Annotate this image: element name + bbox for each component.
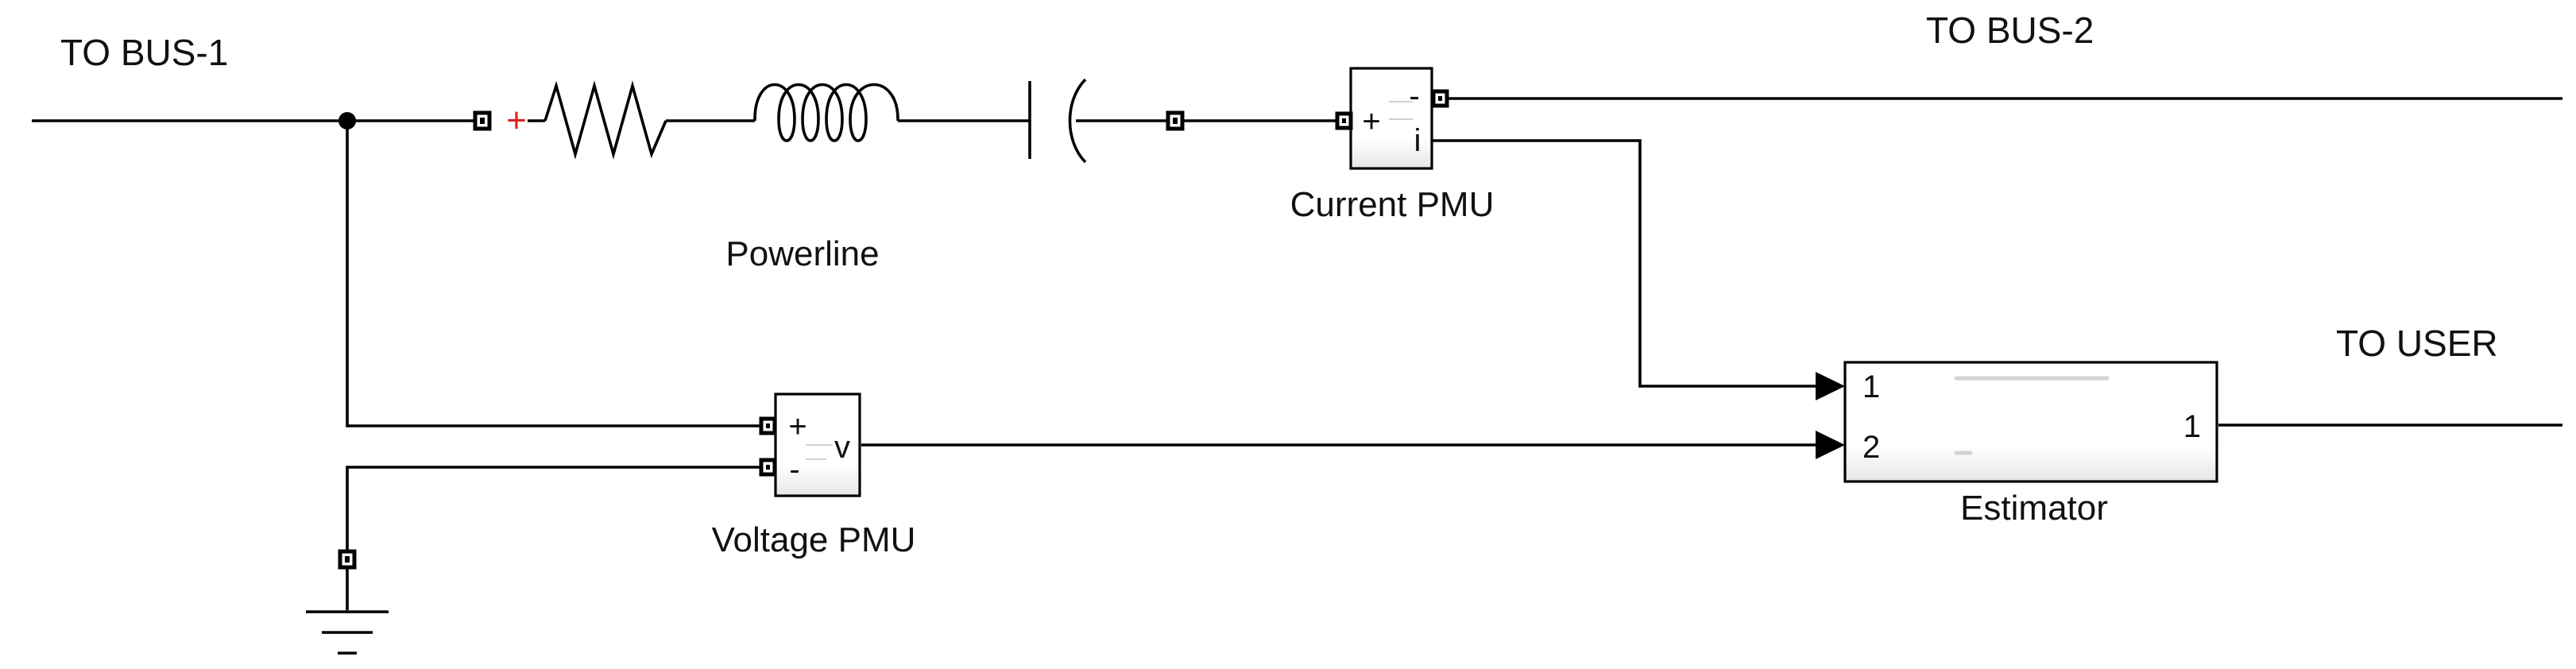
estimator-ghost-icon — [1954, 376, 2110, 455]
current-pmu-port-plus-dot — [1342, 118, 1346, 123]
wires — [32, 97, 2562, 610]
estimator-in1-arrow[interactable] — [1816, 372, 1845, 400]
bus1-label: TO BUS-1 — [60, 32, 228, 73]
voltage-pmu-port-plus-dot — [766, 423, 770, 428]
powerline-port-left-dot — [480, 118, 485, 124]
current-pmu-label: Current PMU — [1290, 185, 1495, 224]
estimator-block[interactable]: 1 2 1 Estimator — [1816, 361, 2218, 528]
estimator-out1-label: 1 — [2183, 409, 2201, 444]
powerline-polarity: + — [506, 101, 527, 140]
wire-junction-voltage-pmu[interactable] — [346, 121, 761, 427]
bus2-label: TO BUS-2 — [1926, 10, 2094, 51]
ground-icon — [306, 610, 389, 655]
voltage-pmu-label: Voltage PMU — [712, 520, 916, 559]
current-pmu-out-label: i — [1414, 123, 1421, 158]
capacitor-plate-right — [1068, 78, 1087, 164]
voltage-pmu-port-minus-dot — [766, 465, 770, 470]
voltage-pmu-minus-label: - — [789, 452, 799, 487]
voltage-pmu-ghost-icon — [806, 444, 833, 460]
estimator-label: Estimator — [1960, 489, 2108, 528]
current-pmu-ghost-icon — [1389, 101, 1413, 120]
powerline-port-right-dot — [1173, 118, 1178, 124]
estimator-body[interactable] — [1843, 361, 2218, 483]
estimator-in2-label: 2 — [1862, 430, 1880, 465]
estimator-in1-label: 1 — [1862, 369, 1880, 404]
junction-dot — [338, 112, 356, 130]
current-pmu-port-minus-dot — [1438, 96, 1442, 101]
current-pmu-plus-label: + — [1362, 104, 1380, 139]
voltage-pmu-plus-label: + — [788, 409, 806, 444]
current-pmu-block[interactable]: + - i Current PMU — [1290, 67, 1495, 224]
ground-block[interactable] — [306, 549, 389, 655]
resistor-icon — [543, 80, 667, 160]
voltage-pmu-out-label: v — [834, 430, 850, 465]
wire-current-estimator[interactable] — [1430, 139, 1816, 388]
current-pmu-minus-label: - — [1409, 79, 1419, 114]
powerline-label: Powerline — [725, 234, 879, 273]
estimator-in2-arrow[interactable] — [1816, 431, 1845, 459]
ground-port-dot — [345, 556, 350, 563]
powerline-block[interactable]: + Powerline — [473, 78, 1185, 273]
wire-ground-voltage-pmu[interactable] — [346, 466, 761, 551]
voltage-pmu-body[interactable] — [774, 393, 861, 497]
voltage-pmu-block[interactable]: + - v Voltage PMU — [712, 393, 916, 559]
inductor-icon — [753, 83, 899, 142]
user-label: TO USER — [2336, 323, 2498, 364]
